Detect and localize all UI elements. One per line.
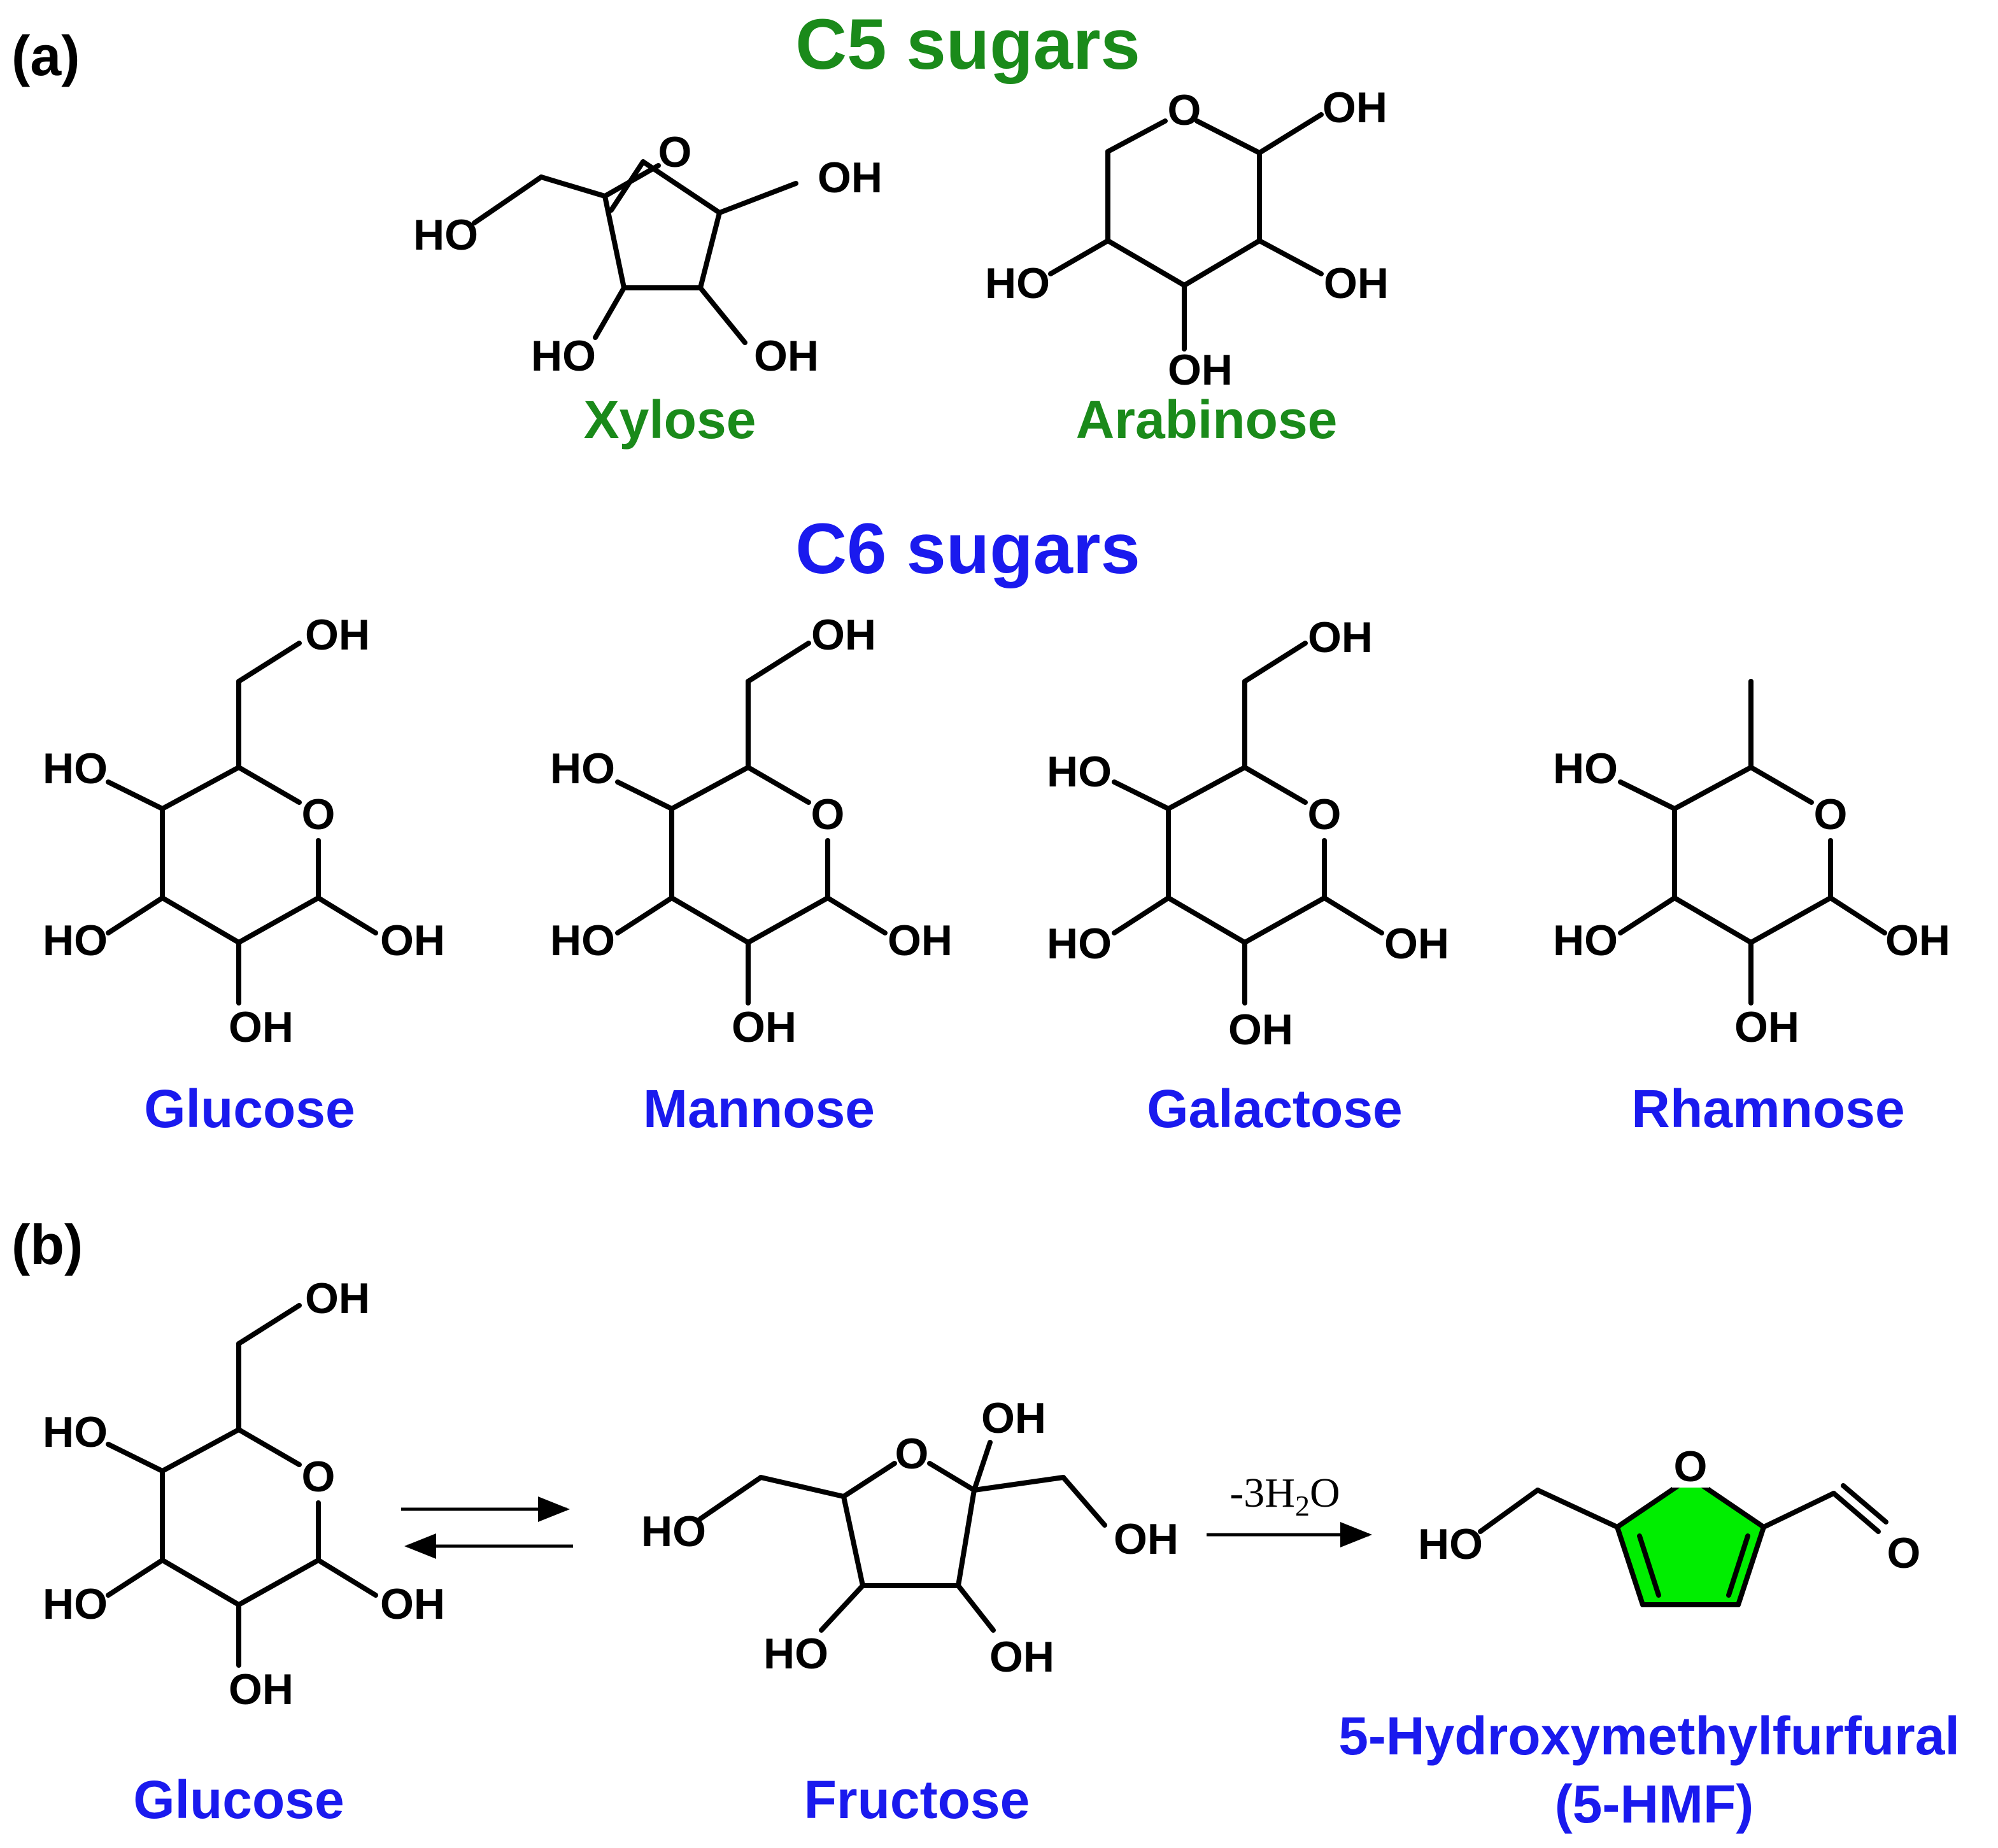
compound-name-glucose-b: Glucose	[133, 1770, 344, 1830]
glucose-ring-oxygen: O	[302, 790, 336, 839]
xylose-oh-label: OH	[754, 332, 819, 380]
glucose-b-oh-label: OH	[229, 1665, 294, 1714]
compound-name-hmf: 5-Hydroxymethylfurfural	[1338, 1706, 1960, 1766]
arabinose-structure: O OH HO OH OH	[985, 83, 1389, 394]
fructose-oh-label: OH	[1114, 1515, 1179, 1563]
galactose-oh-label: OH	[1384, 920, 1449, 968]
mannose-oh-label: OH	[732, 1003, 797, 1051]
compound-name-hmf-abbr: (5-HMF)	[1555, 1774, 1754, 1834]
xylose-oh-label: OH	[818, 153, 882, 202]
rhamnose-structure: O HO HO OH OH	[1553, 679, 1950, 1051]
compound-name-fructose: Fructose	[804, 1770, 1030, 1830]
panel-label-a: (a)	[11, 24, 80, 87]
glucose-b-ho-label: HO	[43, 1580, 108, 1628]
galactose-ho-label: HO	[1047, 748, 1112, 796]
mannose-structure: O OH HO HO OH OH	[550, 611, 953, 1051]
compound-name-mannose: Mannose	[643, 1079, 875, 1139]
mannose-ring-oxygen: O	[811, 790, 845, 839]
fructose-ho-label: HO	[763, 1630, 828, 1678]
xylose-ring-oxygen: O	[658, 128, 692, 176]
hmf-ho-label: HO	[1418, 1520, 1483, 1568]
arabinose-ring-oxygen: O	[1168, 86, 1201, 134]
glucose-b-structure: O OH HO HO OH OH	[43, 1274, 445, 1714]
hmf-structure: O HO O	[1418, 1442, 1921, 1607]
hmf-ring-oxygen: O	[1674, 1442, 1708, 1491]
mannose-oh-label: OH	[811, 611, 876, 659]
galactose-oh-label: OH	[1228, 1006, 1293, 1054]
mannose-ho-label: HO	[550, 916, 615, 965]
glucose-oh-label: OH	[229, 1003, 294, 1051]
fructose-ring-oxygen: O	[895, 1430, 929, 1478]
galactose-oh-label: OH	[1308, 613, 1373, 662]
reaction-condition: -3H2O	[1229, 1470, 1340, 1522]
arabinose-oh-label: OH	[1322, 83, 1387, 132]
glucose-oh-label: OH	[380, 916, 445, 965]
galactose-ho-label: HO	[1047, 920, 1112, 968]
rhamnose-ring-oxygen: O	[1814, 790, 1848, 839]
compound-name-galactose: Galactose	[1147, 1079, 1403, 1139]
glucose-b-oh-label: OH	[305, 1274, 370, 1323]
galactose-structure: O OH HO HO OH OH	[1047, 613, 1449, 1054]
equilibrium-arrows	[401, 1496, 573, 1559]
glucose-b-ring-oxygen: O	[302, 1453, 336, 1501]
fructose-oh-label: OH	[981, 1394, 1046, 1442]
rhamnose-ho-label: HO	[1553, 916, 1618, 965]
compound-name-xylose: Xylose	[584, 390, 756, 450]
compound-name-glucose: Glucose	[144, 1079, 355, 1139]
xylose-ho-label: HO	[531, 332, 596, 380]
c6-section-title: C6 sugars	[795, 509, 1140, 588]
glucose-b-ho-label: HO	[43, 1408, 108, 1456]
arabinose-oh-label: OH	[1324, 259, 1389, 308]
rhamnose-oh-label: OH	[1885, 916, 1950, 965]
hmf-carbonyl-oxygen: O	[1887, 1529, 1921, 1577]
fructose-ho-label: HO	[641, 1507, 706, 1556]
compound-name-arabinose: Arabinose	[1076, 390, 1338, 450]
mannose-ho-label: HO	[550, 744, 615, 793]
c5-section-title: C5 sugars	[795, 4, 1140, 84]
panel-label-b: (b)	[11, 1213, 83, 1276]
xylose-structure: O OH HO HO OH	[413, 128, 882, 380]
glucose-ho-label: HO	[43, 744, 108, 793]
fructose-structure: O OH HO OH HO OH	[641, 1394, 1179, 1681]
glucose-oh-label: OH	[305, 611, 370, 659]
arabinose-ho-label: HO	[985, 259, 1050, 308]
compound-name-rhamnose: Rhamnose	[1631, 1079, 1904, 1139]
glucose-structure: O OH HO HO OH OH	[43, 611, 445, 1051]
glucose-ho-label: HO	[43, 916, 108, 965]
dehydration-arrow: -3H2O	[1207, 1470, 1372, 1547]
mannose-oh-label: OH	[888, 916, 953, 965]
rhamnose-oh-label: OH	[1734, 1003, 1799, 1051]
fructose-oh-label: OH	[989, 1633, 1054, 1681]
arabinose-oh-label: OH	[1168, 346, 1233, 394]
xylose-ho-label: HO	[413, 211, 478, 259]
glucose-b-oh-label: OH	[380, 1580, 445, 1628]
rhamnose-ho-label: HO	[1553, 744, 1618, 793]
galactose-ring-oxygen: O	[1308, 790, 1342, 839]
